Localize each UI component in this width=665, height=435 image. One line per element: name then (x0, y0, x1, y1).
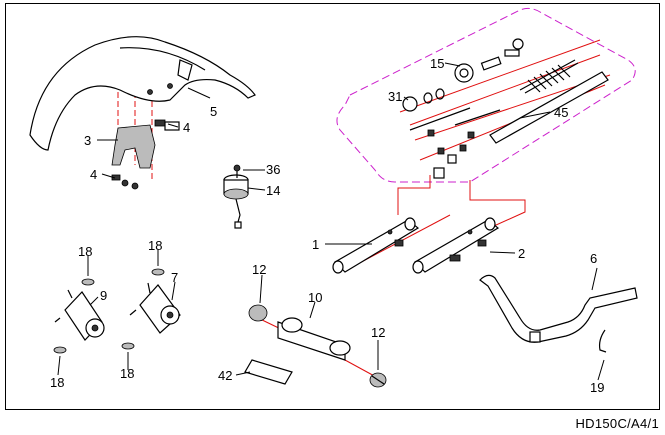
label-part-45: 45 (554, 105, 568, 120)
assembly-guide-lines (117, 39, 611, 379)
label-part-31: 31 (388, 89, 402, 104)
fender-bracket (111, 124, 156, 169)
label-part-3: 3 (84, 133, 91, 148)
label-part-18-d: 18 (120, 366, 134, 381)
label-part-5: 5 (210, 104, 217, 119)
holder-cap-right (369, 372, 387, 388)
fork-internals-group-outline (336, 7, 636, 183)
fork-spacer (480, 56, 502, 71)
fork-outer-tube-right (412, 217, 500, 274)
label-part-36: 36 (266, 162, 280, 177)
label-part-18-c: 18 (50, 375, 64, 390)
fork-small-parts (427, 129, 475, 179)
label-part-12-right: 12 (371, 325, 385, 340)
screw-36 (233, 164, 241, 178)
label-part-15: 15 (430, 56, 444, 71)
damper-rod (409, 107, 501, 131)
label-part-18-a: 18 (78, 244, 92, 259)
handlebar-holder (277, 317, 351, 361)
clip-19 (598, 329, 607, 353)
holder-cap-left (248, 304, 268, 322)
front-fender (29, 36, 256, 151)
fork-seal-15 (454, 63, 474, 83)
label-part-12-left: 12 (252, 262, 266, 277)
label-part-4-upper: 4 (183, 120, 190, 135)
label-part-42: 42 (218, 368, 232, 383)
fork-bolt-top (504, 38, 524, 57)
label-part-2: 2 (518, 246, 525, 261)
oil-seal-31 (402, 88, 445, 112)
label-part-7: 7 (171, 270, 178, 285)
tape-42 (244, 359, 293, 385)
diagram-frame (5, 3, 660, 410)
rubber-grommets-18 (53, 268, 165, 354)
label-part-1: 1 (312, 237, 319, 252)
ignition-switch (223, 174, 249, 229)
bolt-upper (154, 119, 180, 131)
label-part-19: 19 (590, 380, 604, 395)
label-part-6: 6 (590, 251, 597, 266)
label-part-4-lower: 4 (90, 167, 97, 182)
bracket-9 (54, 289, 105, 341)
fork-spring (519, 59, 579, 94)
label-part-9: 9 (100, 288, 107, 303)
fork-tube-45 (489, 71, 609, 144)
drawing-code: HD150C/A4/1 (575, 416, 659, 431)
label-part-14: 14 (266, 183, 280, 198)
label-part-10: 10 (308, 290, 322, 305)
bolt-lower (111, 174, 139, 190)
leader-lines (57, 62, 605, 381)
fork-outer-tube-left (332, 217, 420, 274)
handlebar (479, 274, 638, 343)
bracket-7 (129, 282, 181, 334)
label-part-18-b: 18 (148, 238, 162, 253)
